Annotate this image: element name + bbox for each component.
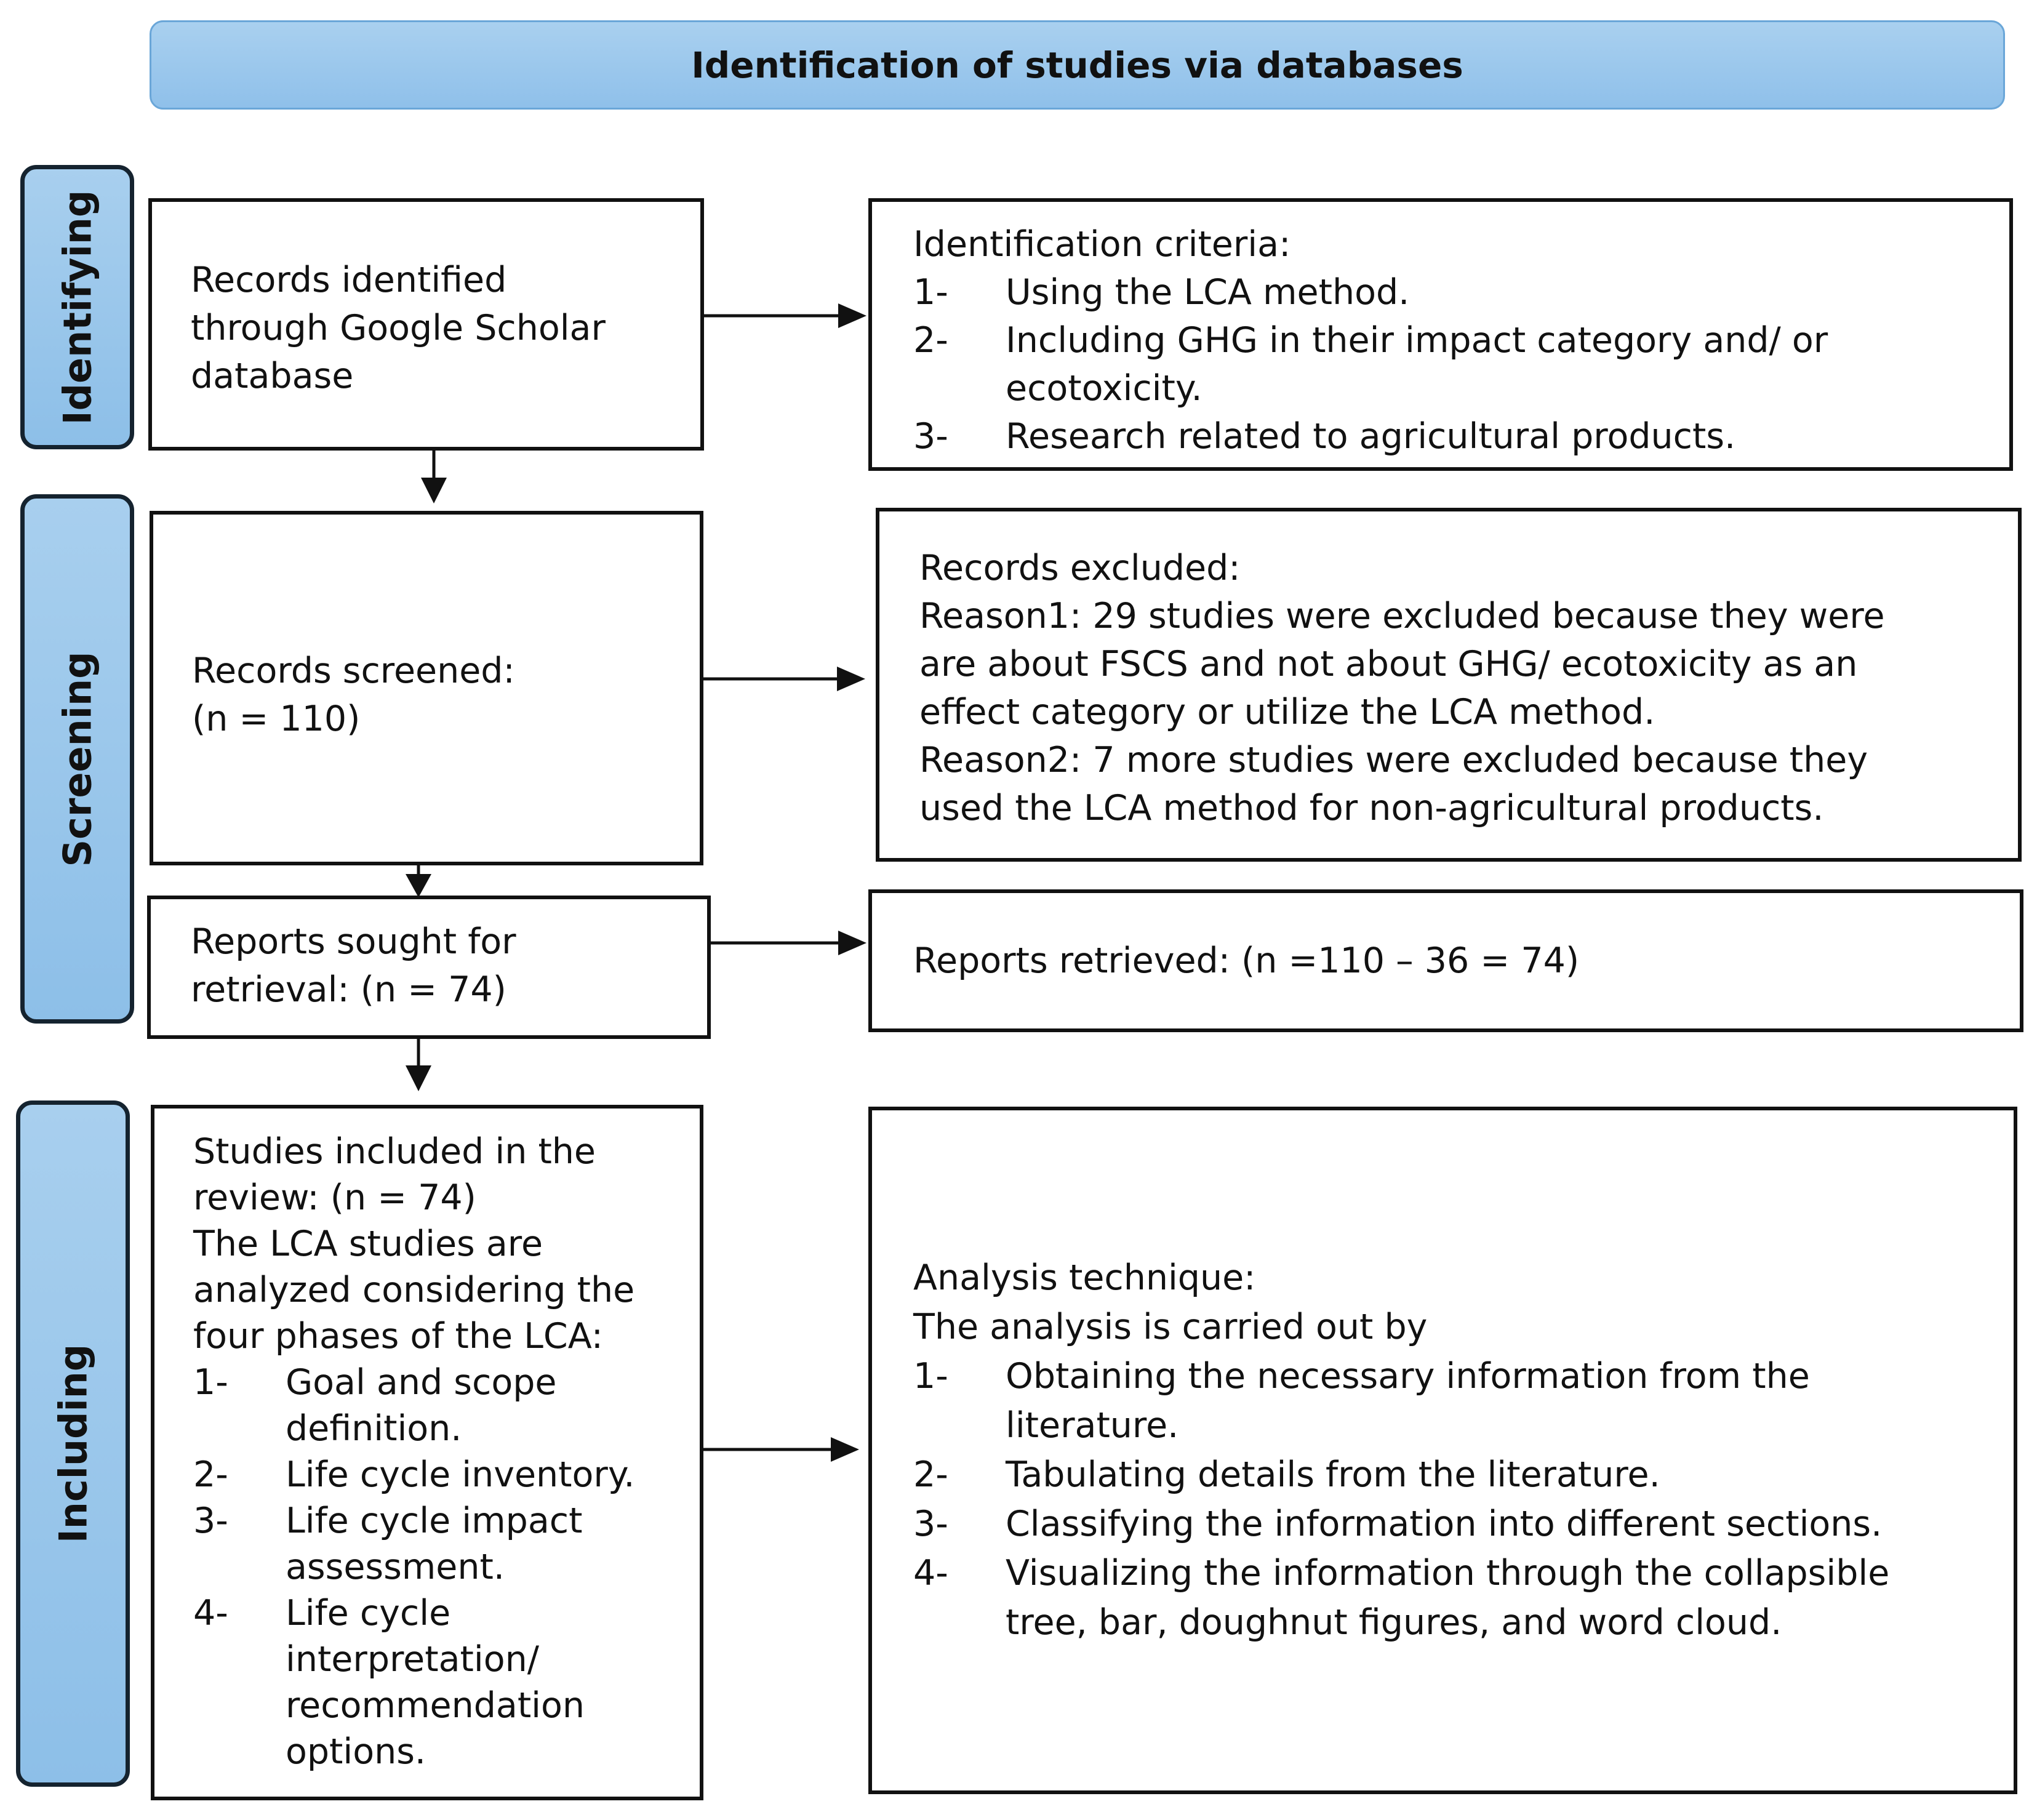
text-line: Visualizing the information through the … (1006, 1553, 1890, 1594)
text-line: Records screened: (192, 651, 515, 691)
list-item: 4- Life cycle interpretation/ recommenda… (193, 1590, 700, 1775)
list-number: 1- (913, 1356, 948, 1397)
list-number: 2- (913, 320, 948, 361)
list-item: 2- Life cycle inventory. (193, 1452, 700, 1498)
list-number: 4- (913, 1553, 948, 1594)
records-screened-text: Records screened: (n = 110) (192, 647, 700, 743)
text-line: recommendation (286, 1685, 585, 1726)
list-item: 1- Goal and scope definition. (193, 1360, 700, 1452)
arrow-head (831, 1437, 859, 1462)
reports-sought-box: Reports sought for retrieval: (n = 74) (147, 896, 711, 1039)
studies-included-text: Studies included in the review: (n = 74)… (193, 1129, 700, 1775)
records-screened-box: Records screened: (n = 110) (150, 511, 703, 865)
text-line: Records identified (191, 260, 507, 300)
text-line: four phases of the LCA: (193, 1316, 603, 1357)
list-item: 3- Life cycle impact assessment. (193, 1498, 700, 1590)
list-number: 1- (913, 272, 948, 313)
text-line: literature. (1006, 1405, 1179, 1446)
text-line: analyzed considering the (193, 1270, 635, 1310)
list-item: 4- Visualizing the information through t… (913, 1549, 2014, 1647)
text-line: Records excluded: (919, 548, 1241, 588)
list-item: 1- Using the LCA method. (913, 268, 2009, 316)
text-line: Classifying the information into differe… (1006, 1504, 1883, 1544)
header-title: Identification of studies via databases (691, 44, 1463, 86)
text-line: assessment. (286, 1547, 505, 1587)
text-line: Reason1: 29 studies were excluded becaus… (919, 596, 1885, 636)
arrow-head (406, 1065, 431, 1091)
text-line: ecotoxicity. (1006, 368, 1203, 409)
text-line: database (191, 356, 354, 396)
text-line: Obtaining the necessary information from… (1006, 1356, 1810, 1397)
text-line: review: (n = 74) (193, 1177, 476, 1218)
text-line: through Google Scholar (191, 308, 606, 348)
text-line: used the LCA method for non-agricultural… (919, 788, 1824, 828)
reports-retrieved-text: Reports retrieved: (n =110 – 36 = 74) (913, 940, 1580, 981)
list-item: 3- Classifying the information into diff… (913, 1499, 2014, 1549)
text-line: Tabulating details from the literature. (1006, 1454, 1660, 1495)
list-number: 2- (913, 1454, 948, 1495)
list-number: 3- (913, 1504, 948, 1544)
text-line: definition. (286, 1408, 462, 1449)
text-line: Studies included in the (193, 1131, 596, 1172)
text-line: Including GHG in their impact category a… (1006, 320, 1828, 361)
list-number: 3- (913, 416, 948, 457)
header-banner: Identification of studies via databases (150, 20, 2005, 110)
arrow-head (837, 667, 865, 691)
text-line: interpretation/ (286, 1639, 539, 1680)
text-line: The LCA studies are (193, 1224, 543, 1264)
text-line: Life cycle (286, 1593, 451, 1634)
text-line: are about FSCS and not about GHG/ ecotox… (919, 644, 1858, 684)
reports-retrieved-box: Reports retrieved: (n =110 – 36 = 74) (868, 889, 2023, 1032)
analysis-title: Analysis technique: (913, 1257, 1256, 1298)
phase-identifying: Identifying (20, 165, 134, 449)
phase-screening: Screening (20, 494, 134, 1024)
text-line: Goal and scope (286, 1362, 557, 1403)
text-line: tree, bar, doughnut figures, and word cl… (1006, 1602, 1782, 1643)
criteria-title: Identification criteria: (913, 224, 1291, 265)
text-line: Research related to agricultural product… (1006, 416, 1736, 457)
arrow-head (421, 478, 447, 503)
text-line: Reason2: 7 more studies were excluded be… (919, 740, 1868, 780)
list-item: 3- Research related to agricultural prod… (913, 412, 2009, 460)
studies-included-box: Studies included in the review: (n = 74)… (151, 1105, 703, 1800)
reports-sought-text: Reports sought for retrieval: (n = 74) (191, 918, 707, 1014)
text-line: Life cycle impact (286, 1501, 583, 1541)
text-line: effect category or utilize the LCA metho… (919, 692, 1655, 732)
list-item: 2- Tabulating details from the literatur… (913, 1450, 2014, 1499)
identification-criteria-box: Identification criteria: 1- Using the LC… (868, 198, 2013, 471)
list-number: 3- (193, 1501, 228, 1541)
records-excluded-box: Records excluded: Reason1: 29 studies we… (876, 508, 2022, 862)
text-line: Reports sought for (191, 921, 516, 962)
text-line: (n = 110) (192, 699, 361, 739)
arrow-head (838, 931, 866, 955)
text-line: Life cycle inventory. (286, 1454, 635, 1495)
text-line: retrieval: (n = 74) (191, 969, 506, 1010)
identification-criteria-text: Identification criteria: 1- Using the LC… (913, 220, 2009, 460)
list-number: 4- (193, 1593, 228, 1634)
records-excluded-text: Records excluded: Reason1: 29 studies we… (919, 544, 2018, 832)
list-item: 1- Obtaining the necessary information f… (913, 1352, 2014, 1450)
text-line: Using the LCA method. (1006, 272, 1410, 313)
list-item: 2- Including GHG in their impact categor… (913, 316, 2009, 412)
text-line: options. (286, 1731, 426, 1772)
arrow-head (406, 874, 431, 897)
list-number: 2- (193, 1454, 228, 1495)
analysis-intro: The analysis is carried out by (913, 1307, 1428, 1347)
phase-including: Including (16, 1100, 130, 1787)
analysis-technique-box: Analysis technique: The analysis is carr… (868, 1107, 2017, 1794)
list-number: 1- (193, 1362, 228, 1403)
analysis-technique-text: Analysis technique: The analysis is carr… (913, 1253, 2014, 1647)
records-identified-box: Records identified through Google Schola… (148, 198, 704, 451)
arrow-head (838, 303, 866, 328)
records-identified-text: Records identified through Google Schola… (191, 256, 700, 400)
